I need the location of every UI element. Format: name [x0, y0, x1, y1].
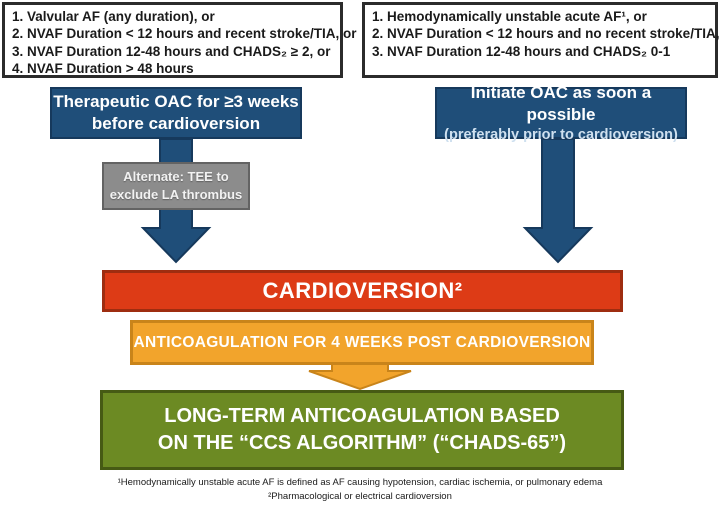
criteria-box-oac-asap: 1. Hemodynamically unstable acute AF¹, o… [362, 2, 720, 78]
action-line: (preferably prior to cardioversion) [444, 126, 678, 143]
action-box-therapeutic-oac: Therapeutic OAC for ≥3 weeks before card… [50, 87, 302, 139]
footnote-cardioversion-type: ²Pharmacological or electrical cardiover… [268, 491, 452, 502]
action-line: Initiate OAC as soon a possible [470, 82, 652, 124]
post-cardioversion-anticoagulation-box: ANTICOAGULATION FOR 4 WEEKS POST CARDIOV… [130, 320, 594, 365]
criteria-item: 3. NVAF Duration 12-48 hours and CHADS₂ … [12, 43, 331, 59]
long-term-line: LONG-TERM ANTICOAGULATION BASED [164, 405, 560, 427]
criteria-item: 3. NVAF Duration 12-48 hours and CHADS₂ … [372, 43, 671, 59]
arrow-post-cardioversion-down [308, 361, 412, 391]
alternate-tee-note: Alternate: TEE to exclude LA thrombus [102, 162, 250, 210]
footnote-unstable-af-definition: ¹Hemodynamically unstable acute AF is de… [117, 477, 603, 488]
action-box-initiate-oac: Initiate OAC as soon a possible (prefera… [435, 83, 687, 143]
criteria-box-oac-before: 1. Valvular AF (any duration), or 2. NVA… [2, 2, 357, 78]
post-anticoagulation-label: ANTICOAGULATION FOR 4 WEEKS POST CARDIOV… [133, 333, 591, 351]
note-line: Alternate: TEE to [123, 169, 229, 184]
action-line: before cardioversion [91, 114, 261, 133]
criteria-item: 1. Valvular AF (any duration), or [12, 9, 215, 24]
criteria-item: 4. NVAF Duration > 48 hours [12, 61, 194, 77]
criteria-item: 2. NVAF Duration < 12 hours and recent s… [12, 26, 357, 42]
criteria-item: 2. NVAF Duration < 12 hours and no recen… [372, 26, 720, 42]
note-line: exclude LA thrombus [109, 187, 243, 202]
action-line: Therapeutic OAC for ≥3 weeks [53, 92, 299, 111]
arrow-right-down [522, 138, 594, 264]
long-term-line: ON THE “CCS ALGORITHM” (“CHADS-65”) [157, 432, 567, 454]
long-term-anticoagulation-box: LONG-TERM ANTICOAGULATION BASED ON THE “… [100, 390, 624, 470]
criteria-item: 1. Hemodynamically unstable acute AF¹, o… [372, 9, 647, 24]
cardioversion-box: CARDIOVERSION² [102, 270, 623, 312]
cardioversion-label: CARDIOVERSION² [262, 278, 463, 303]
